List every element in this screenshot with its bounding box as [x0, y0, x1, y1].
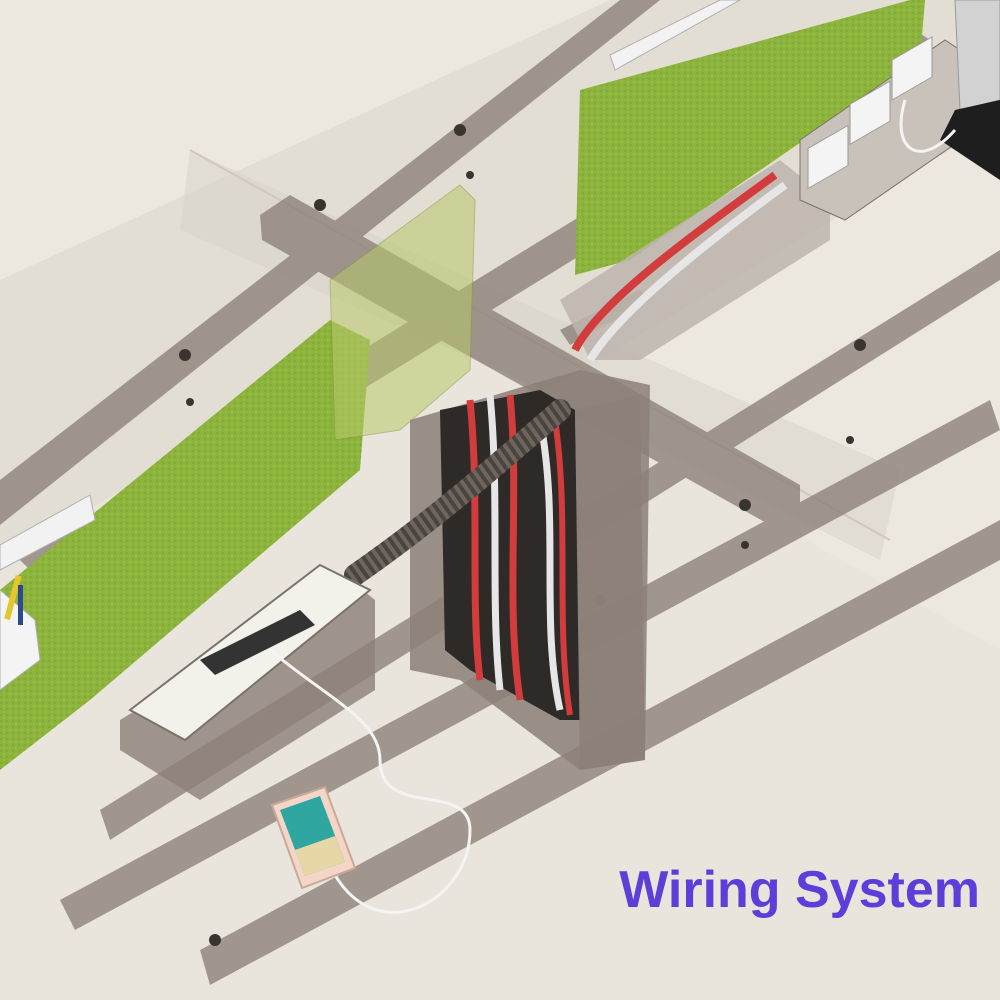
smartphone-icon: [270, 785, 357, 890]
power-socket-icon: [799, 36, 991, 221]
screws: [179, 124, 866, 946]
desk-outlet-box: [120, 563, 375, 800]
caption-title: Wiring System: [619, 861, 980, 919]
laptop-cable: [899, 99, 957, 153]
cable-spine: [344, 399, 571, 586]
cable-tray: [560, 160, 830, 363]
privacy-screen-left: [0, 320, 370, 770]
privacy-screen-right: [575, 0, 925, 275]
pen-cup-icon: [0, 574, 41, 691]
glass-divider: [329, 184, 476, 441]
charging-cable: [269, 648, 472, 914]
laptop-icon: [940, 0, 1000, 180]
